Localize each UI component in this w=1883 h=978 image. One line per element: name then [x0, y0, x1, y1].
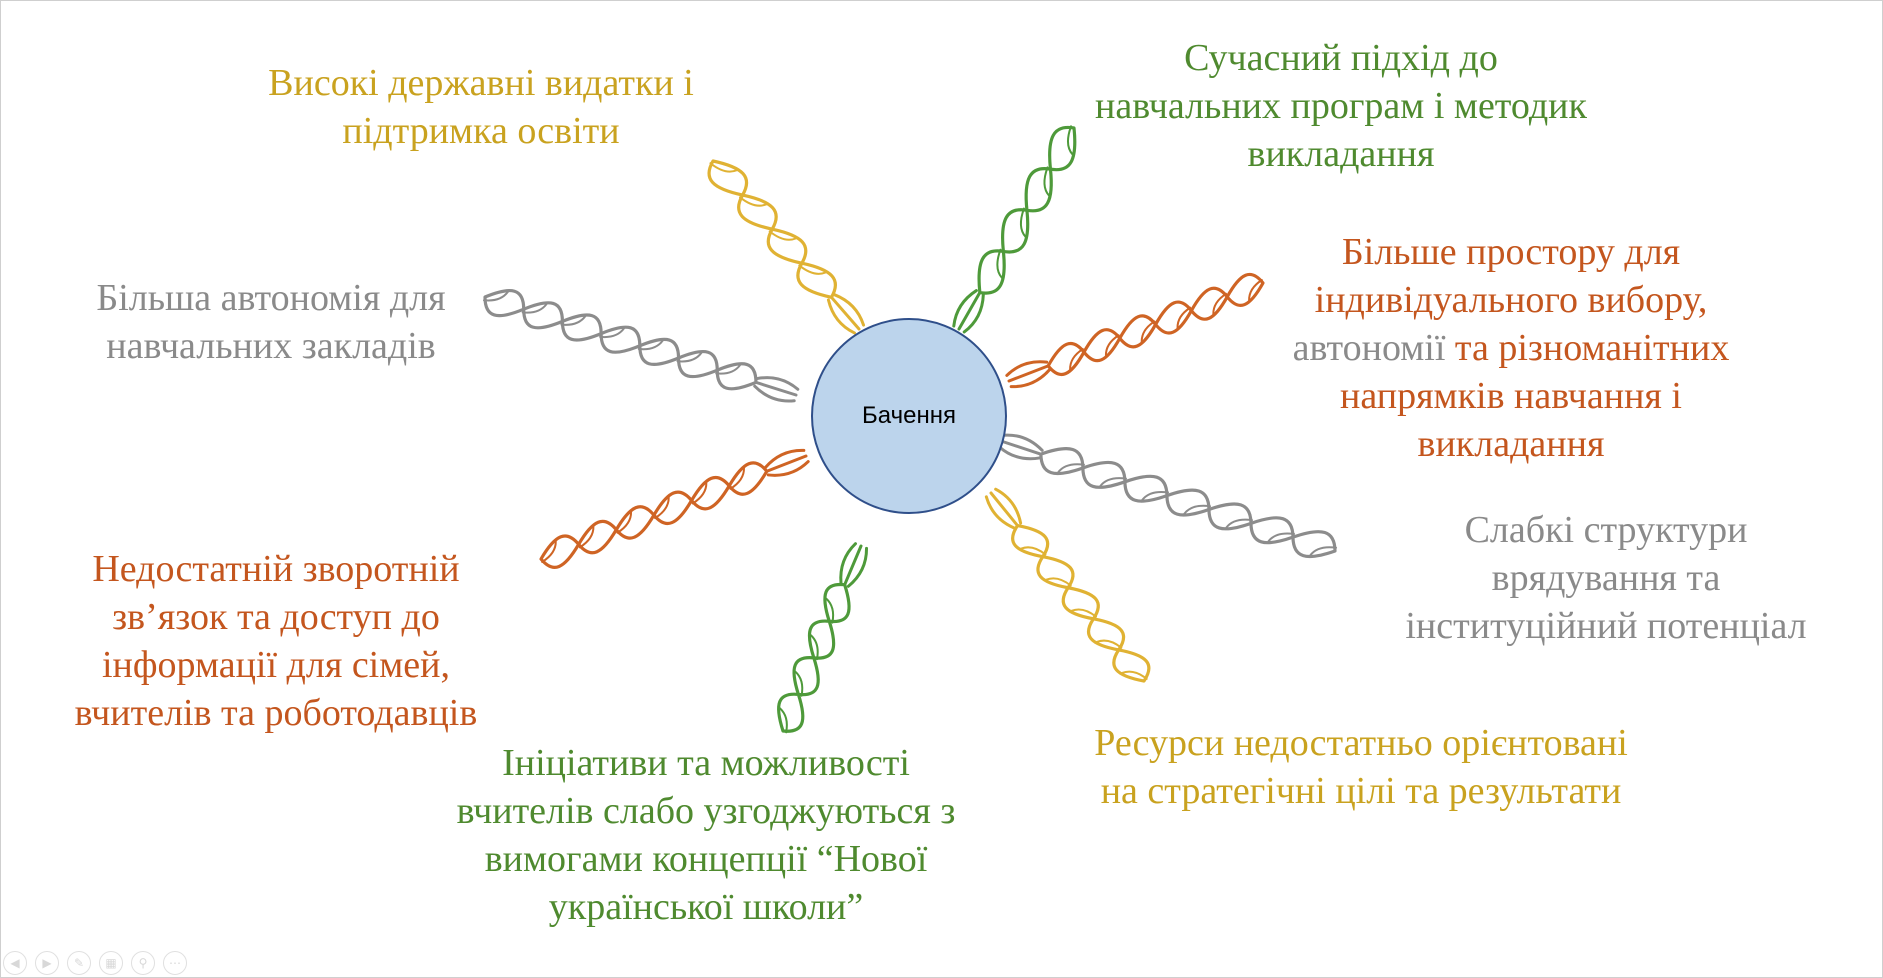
label-right-part1: Більше простору для індивідуального вибо…: [1315, 231, 1708, 321]
label-lower-right: Слабкі структури врядування та інституці…: [1381, 506, 1831, 650]
label-lower-left: Недостатній зворотній зв’язок та доступ …: [41, 545, 511, 737]
label-top-right: Сучасний підхід до навчальних програм і …: [1061, 34, 1621, 178]
rope-gold-bottom: [986, 489, 1149, 681]
rope-gold-top: [709, 161, 864, 333]
rope-gray-left: [484, 291, 798, 401]
label-right: Більше простору для індивідуального вибо…: [1241, 228, 1781, 468]
pen-icon[interactable]: ✎: [67, 951, 91, 975]
label-top-left: Високі державні видатки і підтримка осві…: [231, 59, 731, 155]
rope-green-bottom: [779, 544, 867, 733]
label-mid-left: Більша автономія для навчальних закладів: [41, 274, 501, 370]
prev-icon[interactable]: ◀: [3, 951, 27, 975]
zoom-icon[interactable]: ⚲: [131, 951, 155, 975]
more-icon[interactable]: ⋯: [163, 951, 187, 975]
rope-orange-right: [1007, 274, 1263, 386]
rope-orange-left: [541, 450, 808, 567]
slides-icon[interactable]: ▦: [99, 951, 123, 975]
slideshow-toolbar: ◀ ▶ ✎ ▦ ⚲ ⋯: [1, 949, 187, 977]
rope-green-top: [954, 126, 1075, 332]
center-label: Бачення: [811, 396, 1007, 436]
play-icon[interactable]: ▶: [35, 951, 59, 975]
label-bottom-center: Ініціативи та можливості вчителів слабо …: [421, 739, 991, 931]
label-bottom-right: Ресурси недостатньо орієнтовані на страт…: [1061, 719, 1661, 815]
label-right-part2: автономії: [1293, 327, 1446, 369]
